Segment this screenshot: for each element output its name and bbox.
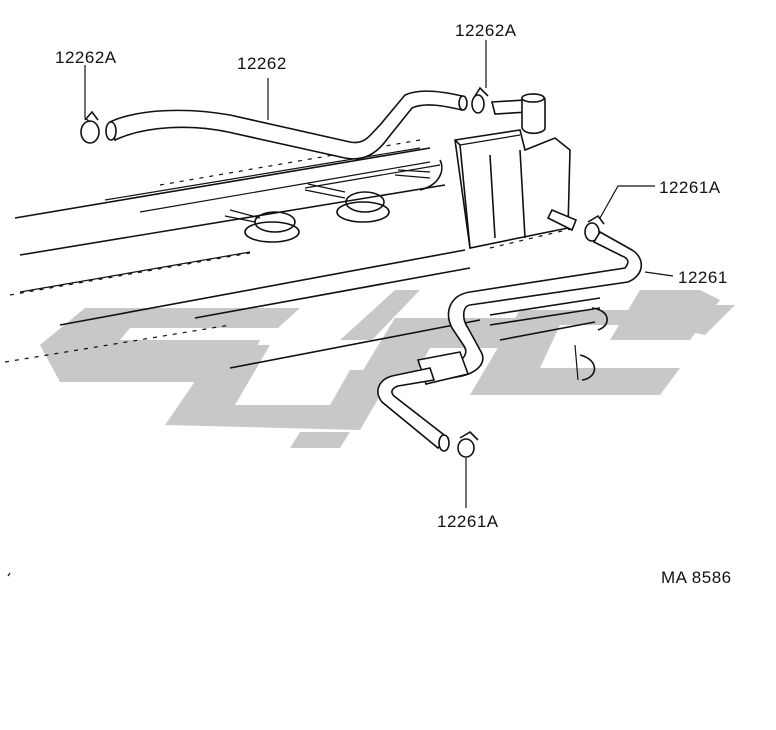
watermark-logo: [40, 290, 735, 448]
stray-mark: [7, 572, 11, 577]
label-right-hose: 12261: [678, 268, 728, 287]
clip-top-right: [471, 86, 489, 114]
top-right-outlet: [490, 93, 546, 135]
label-clip-top-right: 12262A: [455, 21, 517, 40]
head-cover: [4, 129, 608, 381]
label-clip-top-left: 12262A: [55, 48, 117, 67]
right-hose-12261: [377, 230, 643, 452]
label-clip-bottom: 12261A: [437, 512, 499, 531]
clip-right: [546, 208, 605, 242]
label-clip-right: 12261A: [659, 178, 721, 197]
diagram-code: MA 8586: [661, 568, 732, 587]
label-top-hose: 12262: [237, 54, 287, 73]
top-hose-12262: [105, 90, 468, 160]
clip-bottom: [457, 430, 479, 458]
leader-lines: [84, 40, 674, 508]
clip-top-left: [80, 110, 100, 144]
